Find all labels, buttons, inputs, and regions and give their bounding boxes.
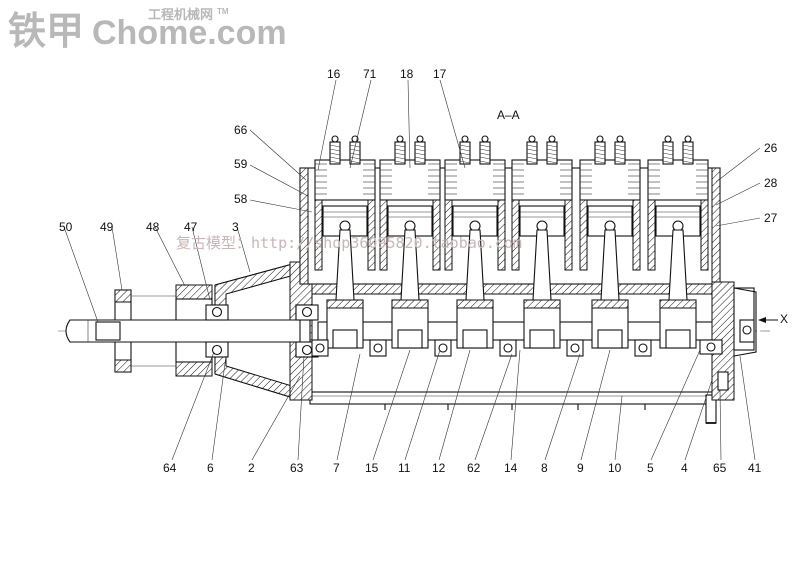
logo-site-cn: 工程机械网 <box>148 7 213 23</box>
cylinder-4 <box>511 135 573 301</box>
crank-throw-2 <box>391 299 452 357</box>
part-label-18: 18 <box>400 67 414 81</box>
part-label-14: 14 <box>504 461 518 475</box>
logo-brand-cn: 铁甲 <box>8 9 84 53</box>
part-label-50: 50 <box>59 220 73 234</box>
logo-tm: TM <box>217 7 229 16</box>
part-label-7: 7 <box>333 461 340 475</box>
part-label-15: 15 <box>365 461 379 475</box>
cylinders <box>314 135 709 301</box>
part-label-49: 49 <box>100 220 114 234</box>
part-label-16: 16 <box>327 67 341 81</box>
part-label-58: 58 <box>234 192 248 206</box>
part-labels: 16 71 18 17 66 59 58 50 49 48 47 3 26 28… <box>59 67 778 475</box>
part-label-63: 63 <box>290 461 304 475</box>
part-label-3: 3 <box>232 220 239 234</box>
crank-throw-6 <box>659 299 697 349</box>
part-label-11: 11 <box>398 461 411 475</box>
crank-throw-5 <box>591 299 652 357</box>
part-label-5: 5 <box>647 461 654 475</box>
part-label-28: 28 <box>764 176 778 190</box>
part-label-59: 59 <box>234 157 248 171</box>
part-label-41: 41 <box>748 461 762 475</box>
part-label-12: 12 <box>432 461 446 475</box>
part-label-65: 65 <box>713 461 727 475</box>
part-label-62: 62 <box>467 461 481 475</box>
part-label-26: 26 <box>764 141 778 155</box>
crank-throw-3 <box>456 299 517 357</box>
part-label-48: 48 <box>146 220 160 234</box>
site-logo: 铁甲 Chome.com 工程机械网 TM <box>8 7 287 53</box>
cylinder-1 <box>314 135 376 301</box>
main-bearing-front <box>311 339 329 357</box>
part-label-64: 64 <box>163 461 177 475</box>
leader-lines <box>63 79 761 461</box>
part-label-66: 66 <box>234 123 248 137</box>
part-label-10: 10 <box>608 461 622 475</box>
part-label-2: 2 <box>248 461 255 475</box>
crank-throws <box>311 299 697 357</box>
cylinder-6 <box>647 135 709 301</box>
part-label-27: 27 <box>764 211 778 225</box>
part-label-4: 4 <box>681 461 688 475</box>
part-label-71: 71 <box>363 67 377 81</box>
cylinder-5 <box>579 135 641 301</box>
cylinder-3 <box>444 135 506 301</box>
cross-section-body: X <box>58 135 788 424</box>
part-label-6: 6 <box>207 461 214 475</box>
part-label-17: 17 <box>433 67 447 81</box>
section-label: A–A <box>497 108 520 122</box>
crank-throw-1 <box>326 299 387 357</box>
logo-brand-en: Chome.com <box>92 14 287 52</box>
view-marker-label: X <box>780 312 788 326</box>
part-label-8: 8 <box>541 461 548 475</box>
part-label-9: 9 <box>577 461 584 475</box>
part-label-47: 47 <box>184 220 198 234</box>
view-arrow: X <box>758 312 788 326</box>
shop-watermark: 复古模型：http://shop36095820.taobao.com <box>176 234 522 252</box>
crank-throw-4 <box>523 299 584 357</box>
